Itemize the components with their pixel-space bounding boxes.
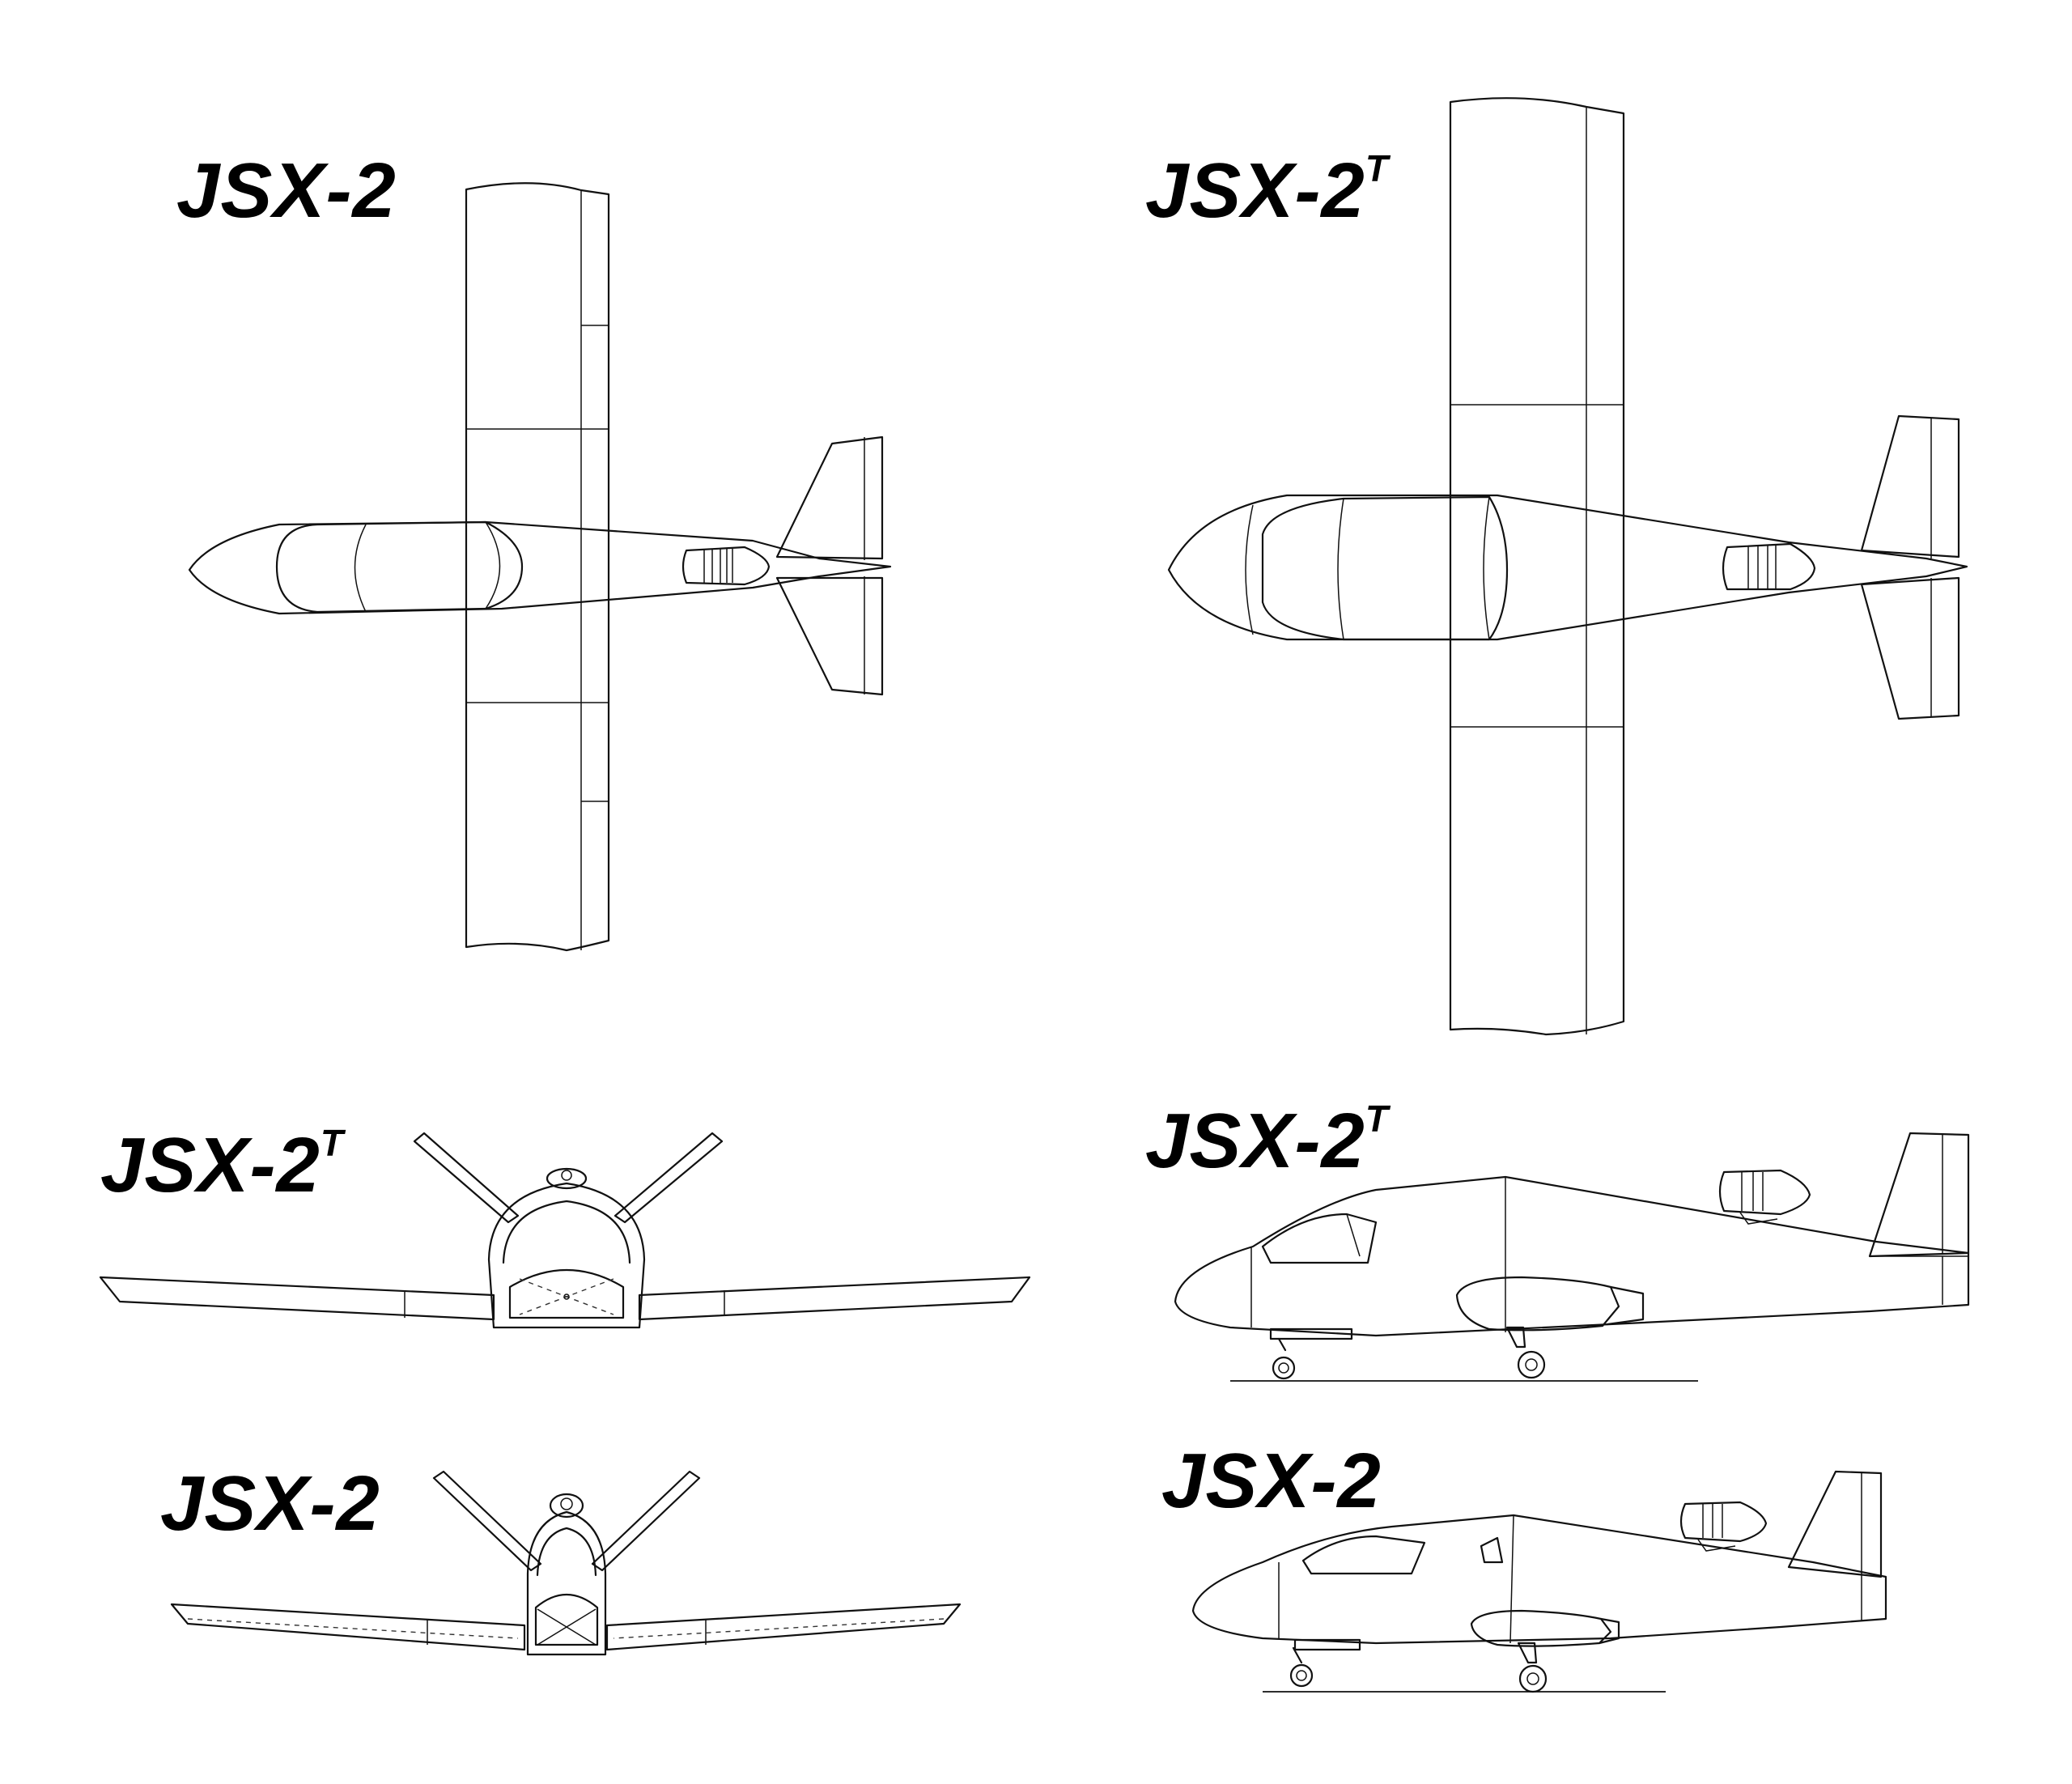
label-jsx2-side-view: JSX-2 [1161, 1438, 1382, 1524]
label-jsx2-front-view: JSX-2 [160, 1460, 380, 1547]
jsx2t-front-view [99, 1132, 1031, 1329]
label-jsx2t-side-view: JSX-2T [1145, 1098, 1391, 1184]
jsx2t-top-view [1167, 97, 1968, 1036]
jsx2-top-view [188, 182, 892, 952]
label-jsx2t-top-view: JSX-2T [1145, 147, 1391, 234]
jsx2t-side-view [1174, 1132, 1970, 1382]
jsx2-front-view [170, 1470, 962, 1656]
jsx2-side-view [1191, 1470, 1887, 1693]
label-jsx2-top-view: JSX-2 [176, 147, 397, 234]
label-jsx2t-front-view: JSX-2T [100, 1122, 346, 1208]
